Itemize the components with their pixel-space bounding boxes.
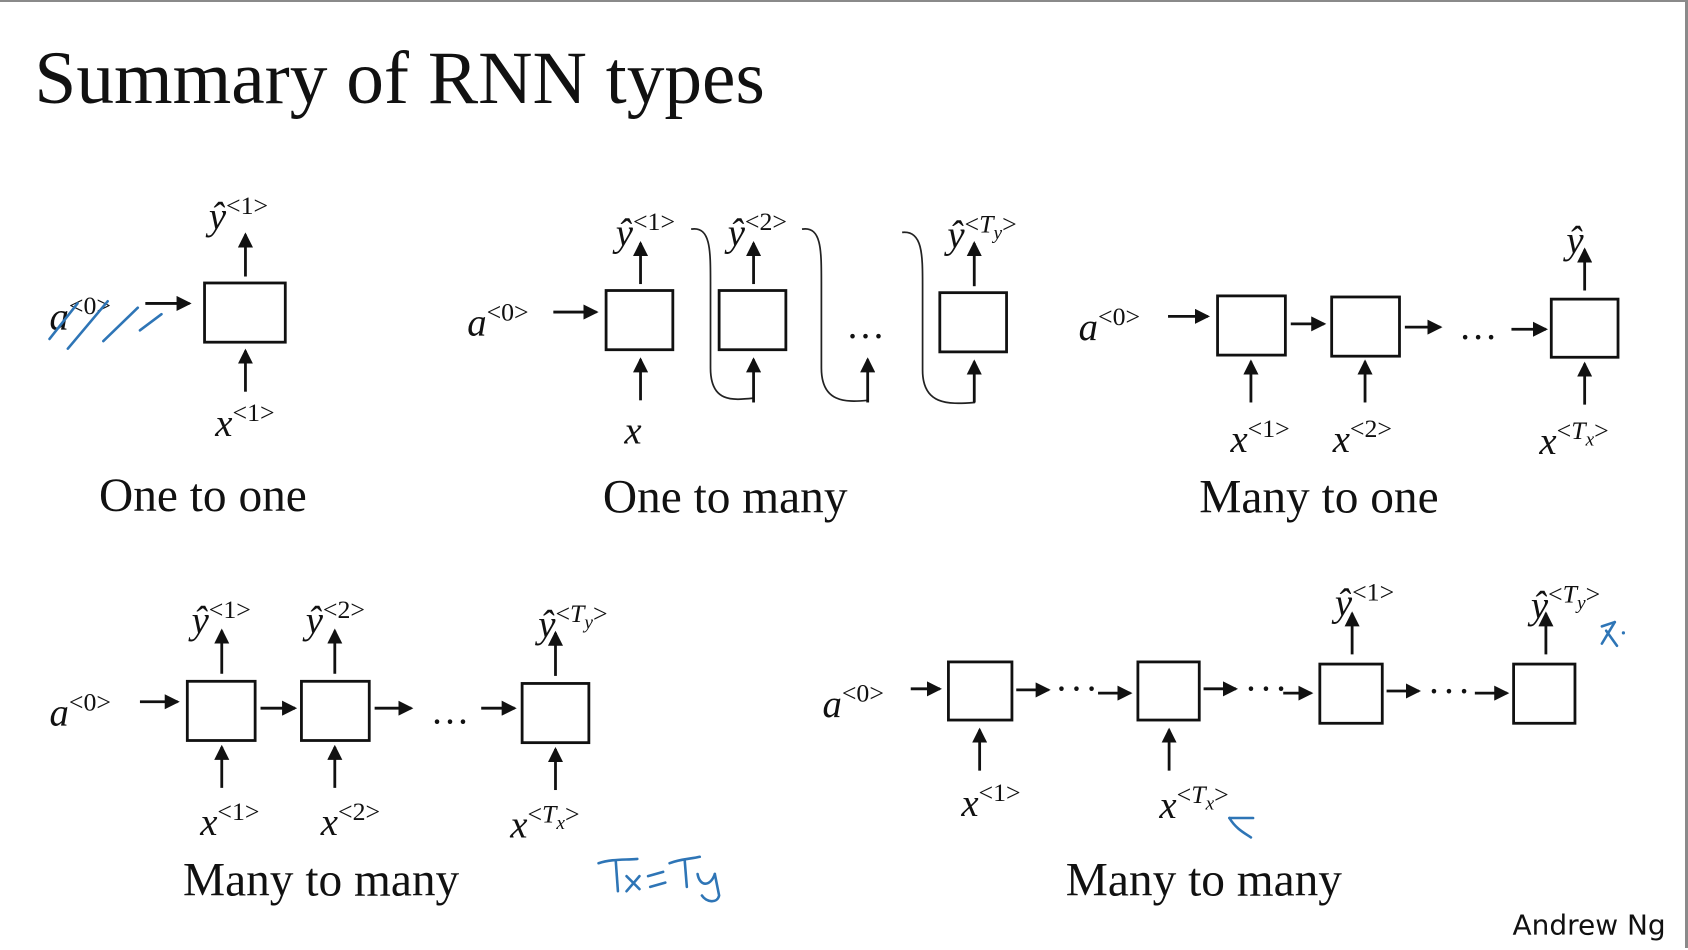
rnn-cell [938, 291, 1008, 354]
rnn-cell [1216, 294, 1287, 357]
caption-many-to-one: Many to one [1199, 471, 1438, 523]
caption-one-to-many: One to many [603, 471, 848, 523]
output-label: ŷ [1562, 219, 1584, 262]
initial-activation-label: a<0> [822, 679, 883, 726]
handwritten-strikethrough-icon [48, 299, 163, 350]
input-label: x<1> [214, 398, 274, 445]
handwritten-pointer-tx-icon [1228, 816, 1255, 839]
rnn-cell [717, 289, 788, 352]
handwritten-pointer-ty-icon [1600, 620, 1626, 648]
input-label: x<2> [320, 797, 380, 844]
input-label: x<1> [199, 797, 259, 844]
diagram-many-to-one: a<0> … ŷ x<1> x<2> x<Tx> Many to one [1079, 219, 1620, 523]
rnn-cell [203, 281, 287, 344]
rnn-cell [300, 679, 371, 742]
initial-activation-label: a<0> [467, 298, 528, 345]
ellipsis: … [431, 689, 472, 732]
initial-activation-label: a<0> [50, 291, 111, 338]
input-label: x<1> [1229, 414, 1289, 461]
ellipsis: ··· [1244, 668, 1289, 711]
feedback-curve [801, 228, 869, 402]
rnn-cell [947, 660, 1014, 722]
ellipsis: ··· [1055, 668, 1100, 711]
handwritten-tx-equals-ty-note [597, 855, 721, 903]
input-label: x<Tx> [509, 799, 579, 846]
initial-activation-label: a<0> [1079, 302, 1140, 349]
diagram-many-to-many-encoder-decoder: a<0> ··· ··· ··· x<1> x<Tx> ŷ<1> ŷ<Ty> [822, 578, 1626, 907]
output-label: ŷ<1> [1331, 578, 1394, 625]
rnn-cell [1318, 662, 1384, 725]
output-label: ŷ<1> [205, 191, 268, 238]
caption-many-to-many: Many to many [183, 855, 460, 907]
caption-many-to-many-encoder-decoder: Many to many [1066, 855, 1343, 907]
diagram-one-to-many: a<0> … ŷ<1> ŷ<2> ŷ<Ty> x One to many [467, 207, 1016, 523]
input-label: x [623, 409, 641, 452]
rnn-cell [1136, 660, 1201, 722]
rnn-cell [520, 682, 591, 745]
rnn-cell [1330, 295, 1401, 358]
rnn-cell [1549, 297, 1620, 359]
input-label: x<2> [1332, 414, 1392, 461]
output-label: ŷ<Ty> [534, 599, 607, 646]
input-label: x<1> [960, 778, 1020, 825]
rnn-cell [185, 679, 257, 742]
output-label: ŷ<1> [612, 207, 675, 254]
output-label: ŷ<2> [302, 595, 365, 642]
ellipsis: ··· [1427, 670, 1472, 713]
output-label: ŷ<2> [724, 207, 787, 254]
rnn-cell [604, 289, 675, 352]
ellipsis: … [1459, 305, 1500, 348]
ellipsis: … [846, 304, 887, 347]
caption-one-to-one: One to one [99, 470, 307, 522]
feedback-curve [690, 228, 755, 401]
slide-title: Summary of RNN types [34, 37, 764, 120]
output-label: ŷ<Ty> [1527, 580, 1600, 627]
output-label: ŷ<1> [188, 595, 251, 642]
rnn-cell [1512, 662, 1577, 725]
author-credit: Andrew Ng [1513, 908, 1666, 941]
output-label: ŷ<Ty> [943, 209, 1016, 256]
feedback-curve [902, 231, 976, 405]
input-label: x<Tx> [1538, 416, 1608, 463]
initial-activation-label: a<0> [50, 687, 111, 734]
diagram-one-to-one: ŷ<1> x<1> a<0> One to one [48, 191, 307, 522]
input-label: x<Tx> [1158, 780, 1228, 827]
diagram-many-to-many-equal: a<0> … ŷ<1> ŷ<2> ŷ<Ty> x<1> x<2> x<Tx> M… [50, 595, 721, 907]
